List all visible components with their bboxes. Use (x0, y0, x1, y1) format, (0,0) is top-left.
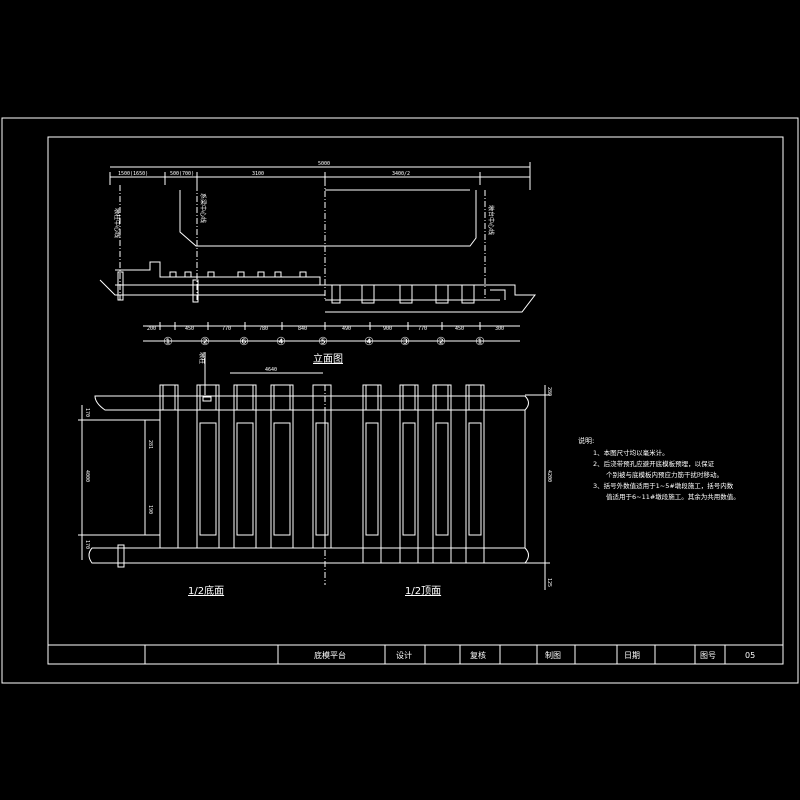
outer-frame (1, 117, 799, 684)
circle-number: ② (436, 335, 446, 348)
dim-bottom-5: 840 (298, 326, 307, 332)
date-label: 日期 (624, 651, 640, 660)
right-cross-beams (331, 284, 475, 304)
note-item: 2、后浇带预孔应避开底模板预埋，以保证 (593, 459, 715, 468)
circle-number: ② (200, 335, 210, 348)
left-pier-post (117, 271, 124, 301)
dim-bottom-7: 900 (383, 326, 392, 332)
note-item: 个别被与底模板内预应力筋干扰时移动。 (606, 470, 723, 479)
title-block: 底模平台 设计 复核 制图 日期 图号 05 (48, 644, 783, 664)
plan-bottom-caption: 1/2底面 (188, 584, 224, 597)
dim-bottom-3: 770 (222, 326, 231, 332)
pier-label: 墩柱 (198, 352, 206, 364)
plan-inner-dim-2: 190 (147, 505, 153, 514)
circle-number: ④ (364, 335, 374, 348)
elevation-view: 1500(1650) 500(700) 3100 3400/2 5000 墩柱中… (99, 161, 537, 365)
plan-inner-dim-1: 281 (147, 440, 153, 449)
circle-number: ④ (276, 335, 286, 348)
abutment-centerline-label: 墩台中心线 (487, 205, 495, 235)
plan-left-dim-2: 4000 (84, 470, 90, 482)
plan-left-dim-1: 170 (84, 408, 90, 417)
design-label: 设计 (396, 650, 412, 660)
circle-number: ① (163, 335, 173, 348)
circle-number: ① (475, 335, 485, 348)
dim-bottom-4: 780 (259, 326, 268, 332)
dim-top-3: 3100 (252, 171, 264, 177)
left-half-cross-beams (159, 384, 332, 549)
circle-number-row: ① ② ⑥ ④ ⑤ ④ ③ ② ① (163, 335, 485, 348)
dim-bottom-10: 300 (495, 326, 504, 332)
drawing-name: 底模平台 (314, 650, 346, 660)
plan-top-caption: 1/2顶面 (405, 585, 441, 597)
dim-bottom-1: 200 (147, 326, 156, 332)
note-item: 1、本图尺寸均以毫米计。 (593, 448, 669, 457)
review-label: 复核 (470, 650, 486, 660)
dim-top-2: 500(700) (170, 171, 194, 177)
plan-view: 墩柱 4640 (78, 352, 552, 597)
note-item: 值适用于6~11#墩段施工。其余为共用数值。 (606, 492, 740, 501)
dim-top-4: 3400/2 (392, 171, 410, 177)
note-item: 3、括号外数值适用于1~5#墩段施工，括号内数 (593, 481, 734, 490)
circle-number: ⑥ (239, 335, 249, 348)
dim-bottom-2: 450 (185, 326, 194, 332)
pier-marker (202, 396, 212, 402)
bottom-longitudinal-beam (88, 547, 529, 564)
dim-bottom-8: 770 (418, 326, 427, 332)
left-cross-beams (169, 271, 307, 278)
dim-overall: 5000 (318, 161, 330, 167)
dim-bottom-6: 490 (342, 326, 351, 332)
right-half-cross-beams (362, 384, 485, 564)
notes-heading: 说明: (578, 436, 594, 445)
plan-top-dim: 4640 (265, 367, 277, 373)
sheet-number: 05 (745, 651, 755, 660)
inner-frame (47, 136, 784, 665)
left-platform-edge (99, 279, 325, 296)
notes-block: 说明: 1、本图尺寸均以毫米计。 2、后浇带预孔应避开底模板预埋，以保证 个别被… (578, 436, 740, 501)
bottom-left-pier-post (117, 544, 125, 568)
dim-bottom-9: 450 (455, 326, 464, 332)
circle-number: ⑤ (318, 335, 328, 348)
box-girder-outline (179, 190, 477, 247)
pier-centerline-label: 墩柱中心线 (113, 208, 121, 238)
bottom-half-platform (159, 409, 326, 549)
sheet-label: 图号 (700, 651, 716, 660)
left-beam-post (192, 279, 199, 303)
plan-right-top-dim: 280 (546, 387, 552, 396)
circle-number: ③ (400, 335, 410, 348)
draft-label: 制图 (545, 650, 561, 660)
right-platform-edge (325, 284, 537, 313)
plan-right-bottom-dim: 125 (546, 578, 552, 587)
plan-right-total-dim: 4200 (546, 470, 552, 482)
beam-centerline-label: 系梁中心线 (199, 193, 207, 223)
dim-top-1: 1500(1650) (118, 171, 148, 177)
top-half-platform (324, 409, 526, 549)
elevation-caption: 立面图 (313, 352, 343, 365)
plan-left-dim-3: 170 (84, 540, 90, 549)
